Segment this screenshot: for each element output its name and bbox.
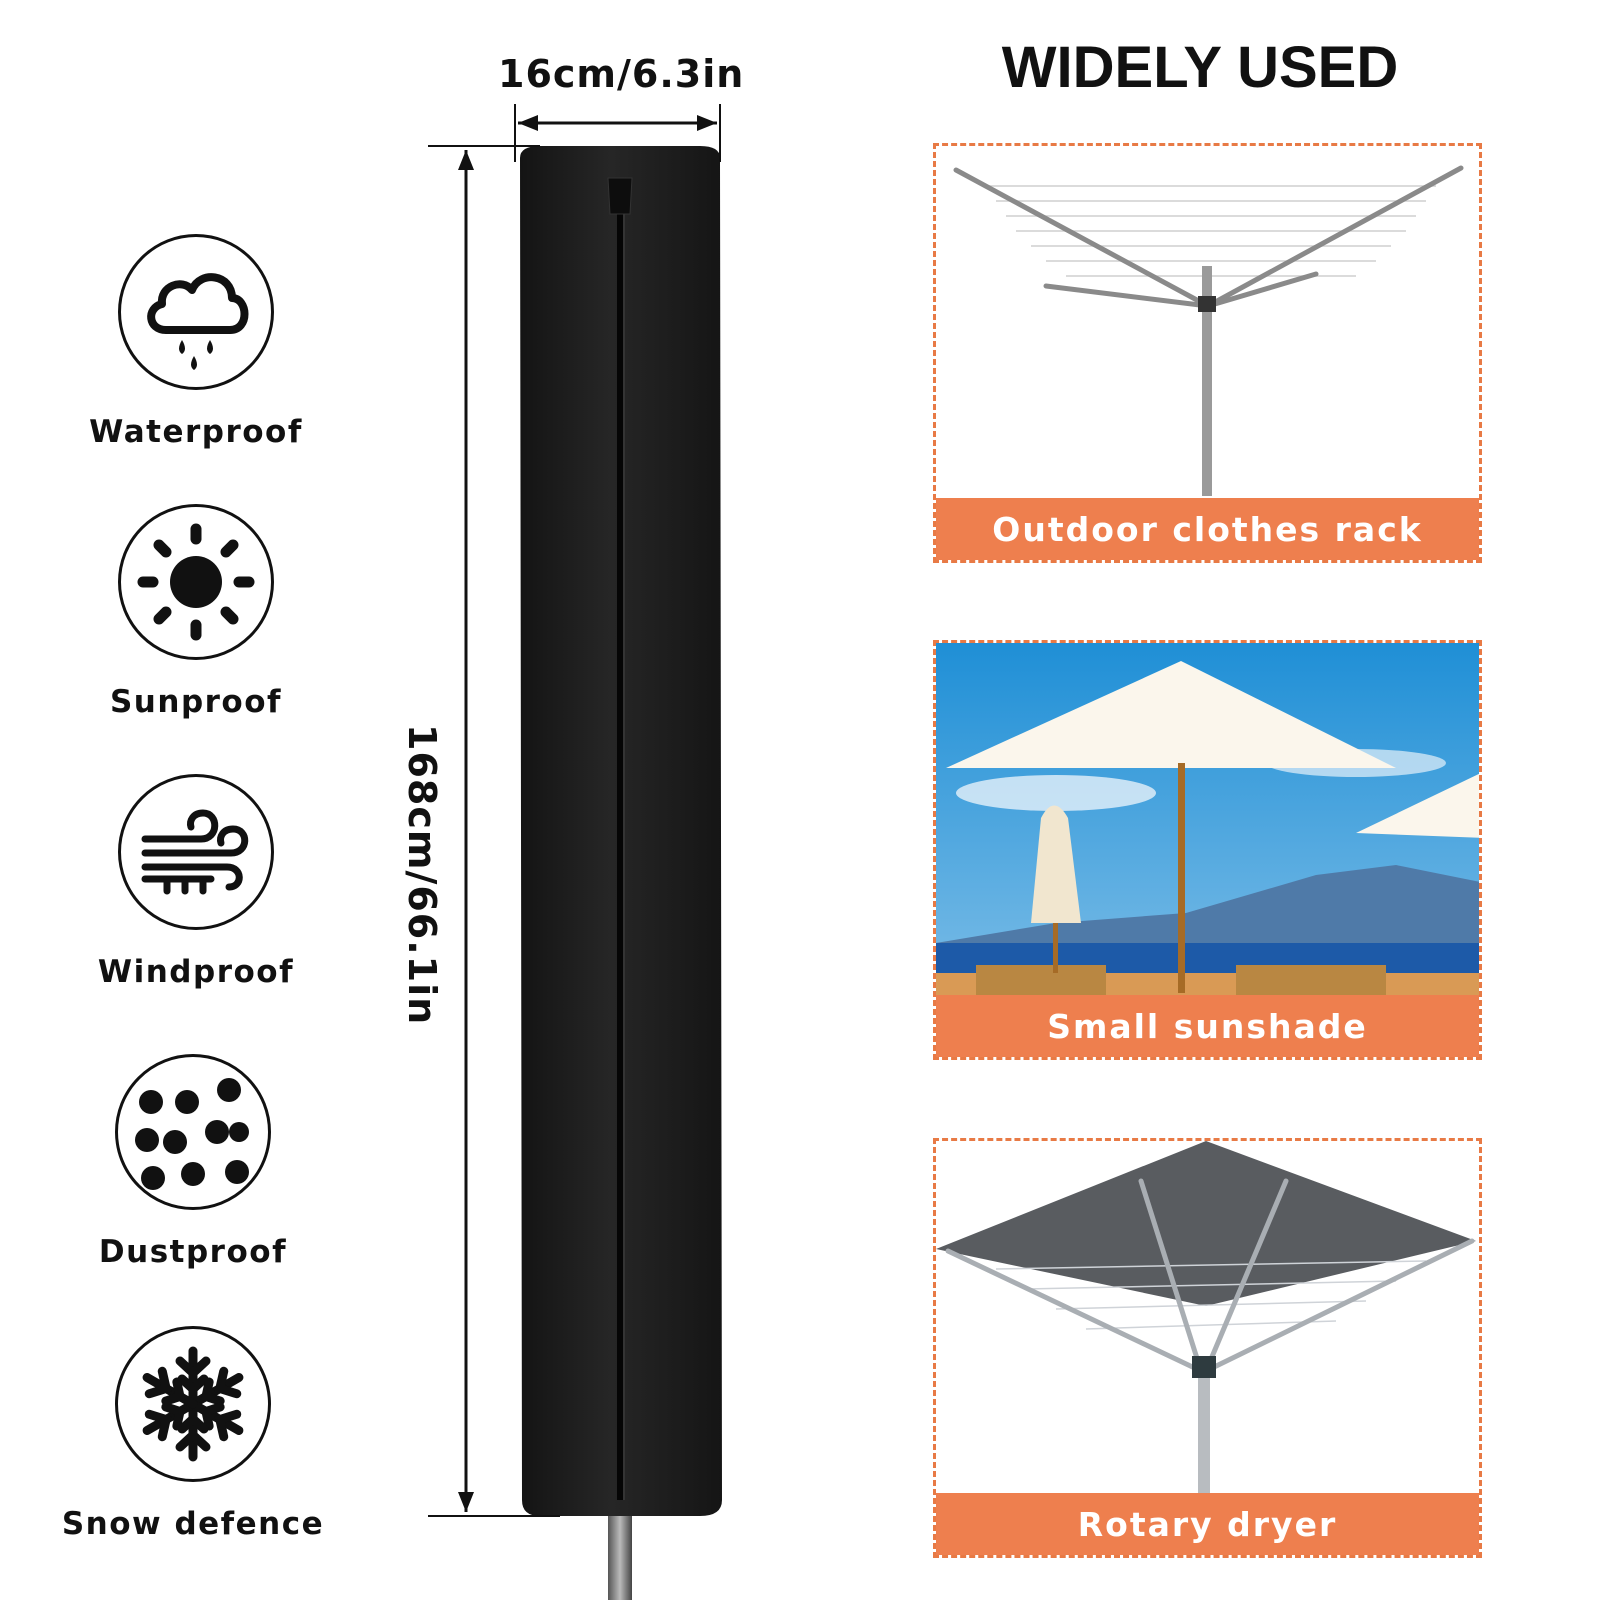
- wind-icon: [141, 809, 249, 895]
- pole: [608, 1500, 632, 1600]
- use-caption: Small sunshade: [936, 995, 1479, 1057]
- snowflake-icon: [128, 1346, 258, 1469]
- use-panel-rotary-dryer: Rotary dryer: [933, 1138, 1482, 1558]
- feature-sunproof: Sunproof: [36, 504, 356, 720]
- rotary-dryer-illustration: [936, 1141, 1479, 1555]
- clothes-rack-illustration: [936, 146, 1479, 560]
- feature-windproof: Windproof: [36, 774, 356, 990]
- use-caption: Rotary dryer: [936, 1493, 1479, 1555]
- feature-label: Waterproof: [89, 414, 303, 450]
- use-caption: Outdoor clothes rack: [936, 498, 1479, 560]
- feature-waterproof: Waterproof: [36, 234, 356, 450]
- dust-icon: [135, 1078, 249, 1190]
- feature-label: Sunproof: [109, 684, 283, 720]
- feature-snow-defence: Snow defence: [33, 1326, 353, 1542]
- dryer-pole: [1198, 1361, 1210, 1501]
- product-cover-illustration: [428, 104, 722, 1600]
- use-panel-clothes-rack: Outdoor clothes rack: [933, 143, 1482, 563]
- rain-cloud-icon: [147, 273, 249, 370]
- feature-icon-circle: [118, 234, 274, 390]
- feature-dustproof: Dustproof: [33, 1054, 353, 1270]
- width-label: 16cm/6.3in: [498, 52, 745, 96]
- feature-icon-circle: [118, 504, 274, 660]
- zipper-pull: [607, 177, 633, 215]
- feature-label: Dustproof: [98, 1234, 288, 1270]
- feature-icon-circle: [118, 774, 274, 930]
- sunshade-illustration: [936, 643, 1479, 1057]
- feature-label: Snow defence: [61, 1506, 325, 1542]
- use-panel-sunshade: Small sunshade: [933, 640, 1482, 1060]
- feature-label: Windproof: [97, 954, 295, 990]
- rack-pole: [1202, 266, 1212, 496]
- height-label: 168cm/66.1in: [400, 724, 444, 1026]
- feature-icon-circle: [115, 1054, 271, 1210]
- section-title: WIDELY USED: [1001, 35, 1399, 100]
- sun-icon: [137, 523, 255, 641]
- feature-icon-circle: [115, 1326, 271, 1482]
